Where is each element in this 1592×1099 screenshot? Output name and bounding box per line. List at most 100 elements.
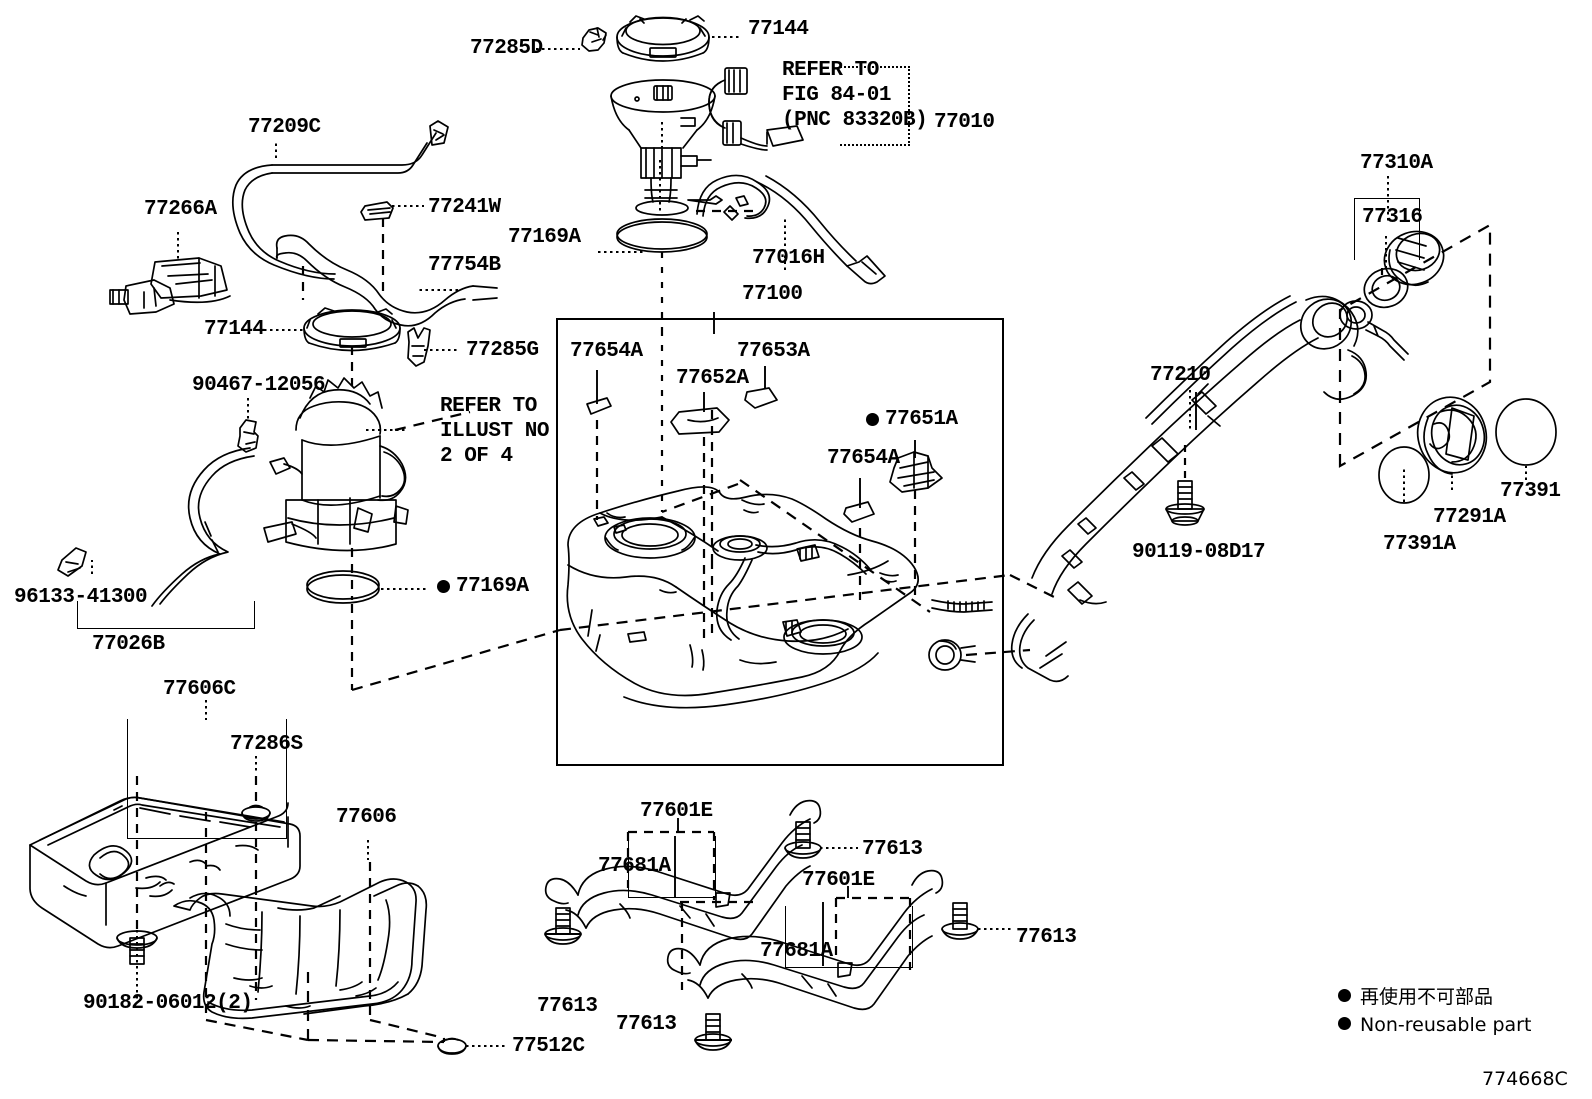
callout-96133: 96133-41300: [14, 586, 148, 609]
part-77285G-clip: [407, 327, 431, 367]
callout-77016H: 77016H: [752, 247, 825, 270]
part-83320B-harness: [708, 67, 804, 151]
callout-77613-4: 77613: [616, 1013, 677, 1036]
callout-77651A: 77651A: [885, 408, 958, 431]
legend-nonreusable-jp: 再使用不可部品: [1338, 982, 1493, 1009]
nonreusable-symbol-icon: [1338, 989, 1351, 1002]
part-77100-fuel-tank: [566, 486, 993, 709]
part-77010-pump-assembly: [610, 79, 723, 216]
cap-group-bracket: [1354, 198, 1420, 260]
part-77601E-strap-2: [666, 869, 944, 1011]
callout-77310A: 77310A: [1360, 152, 1433, 175]
part-77291A-filler-box: [1416, 396, 1488, 475]
note-refer-illust-line-2: ILLUST NO: [440, 420, 549, 443]
drawing-number: 774668C: [1482, 1068, 1568, 1090]
part-77144-ring-top: [616, 15, 710, 62]
part-77241W-clip: [360, 201, 394, 221]
nonreusable-bullet-77651A: [866, 413, 879, 426]
callout-77100: 77100: [742, 283, 803, 306]
callout-leaders-solid: [545, 312, 1197, 1041]
callout-77285D: 77285D: [470, 37, 543, 60]
nonreusable-bullet-77169A: [437, 580, 450, 593]
callout-77601E-2: 77601E: [802, 869, 875, 892]
part-77613-bolt-4: [694, 1013, 732, 1051]
callout-77144-top: 77144: [748, 18, 809, 41]
callout-77209C: 77209C: [248, 116, 321, 139]
callout-77613-2: 77613: [537, 995, 598, 1018]
part-77144-ring-mid: [303, 307, 401, 352]
part-96133-41300-hose: [57, 447, 255, 607]
legend-jp-text: 再使用不可部品: [1360, 986, 1494, 1008]
part-77391-seal: [1495, 398, 1557, 466]
refer-fig-bracket: [840, 66, 910, 146]
part-77653A-plate: [744, 387, 778, 409]
callout-77391: 77391: [1500, 480, 1561, 503]
note-refer-fig-line-3: (PNC 83320B): [782, 109, 928, 132]
callout-90182: 90182-06012(2): [83, 992, 253, 1015]
legend-nonreusable-en: Non-reusable part: [1338, 1014, 1531, 1036]
callout-90119: 90119-08D17: [1132, 541, 1266, 564]
callout-77512C: 77512C: [512, 1035, 585, 1058]
fuel-tank-group-box: [556, 318, 1004, 766]
part-77606-heat-shield: [173, 878, 428, 1020]
callout-77606: 77606: [336, 806, 397, 829]
callout-77613-1: 77613: [862, 838, 923, 861]
note-refer-fig: REFER TO FIG 84-01 (PNC 83320B): [782, 58, 928, 133]
note-refer-illust-line-1: REFER TO: [440, 395, 537, 418]
part-77654A-plate-1: [586, 397, 612, 415]
callout-77652A: 77652A: [676, 367, 749, 390]
callout-77681A-1: 77681A: [598, 855, 671, 878]
part-77652A-plate: [670, 407, 730, 435]
callout-90467: 90467-12056: [192, 374, 326, 397]
part-77169A-oring-mid: [306, 570, 380, 604]
note-refer-fig-line-1: REFER TO: [782, 59, 879, 82]
part-77613-bolt-3: [941, 902, 979, 940]
part-77286S-clip: [241, 804, 271, 822]
part-77316-gasket: [1363, 267, 1409, 309]
part-77613-bolt-1: [784, 821, 822, 859]
part-77512C-clip: [437, 1037, 467, 1055]
part-77654A-plate-2: [843, 501, 875, 523]
callout-77210: 77210: [1150, 364, 1211, 387]
part-77266A-valve: [109, 257, 231, 315]
callout-77026B: 77026B: [92, 633, 165, 656]
assembly-guide-lines: [135, 209, 1492, 1044]
note-refer-illust-line-3: 2 OF 4: [440, 445, 513, 468]
part-90467-12056-clamp: [237, 419, 259, 453]
callout-77169A-mid: 77169A: [456, 575, 529, 598]
callout-77601E-1: 77601E: [640, 800, 713, 823]
callout-77391A: 77391A: [1383, 533, 1456, 556]
strap-group-bracket-2: [785, 906, 913, 968]
callout-leader-lines: [91, 36, 1527, 1047]
part-77209C-hose: [231, 120, 449, 280]
part-90182-06012-bolt: [116, 930, 158, 965]
part-77391A-seal: [1378, 446, 1430, 504]
callout-77654A-1: 77654A: [570, 340, 643, 363]
nonreusable-symbol-icon-2: [1338, 1017, 1351, 1030]
part-77210-filler-pipe: [1010, 295, 1368, 683]
callout-77010: 77010: [934, 111, 995, 134]
callout-77241W: 77241W: [428, 196, 501, 219]
callout-77266A: 77266A: [144, 198, 217, 221]
callout-77654A-2: 77654A: [827, 447, 900, 470]
protector-group-bracket: [127, 719, 287, 839]
callout-77286S: 77286S: [230, 733, 303, 756]
tube-group-bracket: [77, 601, 255, 629]
note-refer-fig-line-2: FIG 84-01: [782, 84, 891, 107]
callout-77653A: 77653A: [737, 340, 810, 363]
strap-group-bracket-1: [628, 836, 716, 898]
part-77285D-clip: [581, 27, 607, 52]
callout-77169A-top: 77169A: [508, 226, 581, 249]
part-fuel-filter-module: [263, 377, 409, 552]
part-90119-08D17-bolt: [1165, 480, 1205, 526]
callout-77291A: 77291A: [1433, 506, 1506, 529]
callout-77754B: 77754B: [428, 254, 501, 277]
callout-77316: 77316: [1362, 206, 1423, 229]
callout-77681A-2: 77681A: [760, 940, 833, 963]
legend-en-text: Non-reusable part: [1360, 1014, 1532, 1036]
callout-77144-mid: 77144: [204, 318, 265, 341]
part-77169A-oring-top: [616, 218, 708, 253]
part-77754B-hose: [275, 234, 498, 327]
